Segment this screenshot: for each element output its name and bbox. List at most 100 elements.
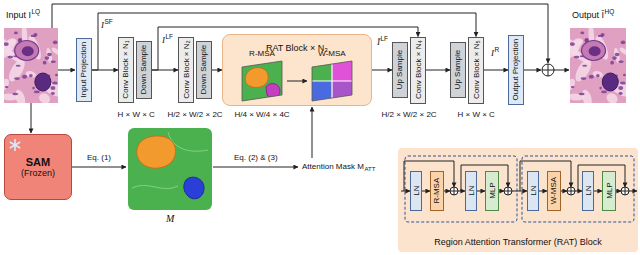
- tissue-cell: [570, 36, 582, 61]
- tissue-cell: [45, 56, 50, 60]
- tissue-cell: [50, 61, 55, 63]
- dimension-label: H × W × C: [458, 110, 495, 119]
- sum-symbol: [621, 187, 629, 195]
- sam-model-box: SAM(Frozen): [4, 134, 72, 200]
- line-path: [132, 132, 208, 189]
- flow-arrow: [72, 167, 126, 168]
- sum-symbol: [567, 187, 575, 195]
- tissue-cell: [589, 46, 601, 56]
- block-label: Up Sample: [453, 50, 462, 90]
- tissue-cell: [33, 33, 37, 36]
- tissue-cell: [599, 87, 602, 90]
- tissue-cell: [50, 86, 55, 90]
- tissue-cell: [25, 70, 37, 78]
- tissue-cell: [571, 86, 575, 88]
- stroke-line: [625, 187, 626, 195]
- block-label: MLP: [487, 183, 496, 199]
- block-label: W-MSA: [549, 177, 558, 204]
- flow-arrow: [287, 81, 307, 82]
- projection-box: Input Projection: [76, 38, 92, 102]
- shape-rect: [4, 28, 58, 103]
- tissue-cell: [610, 61, 614, 65]
- dimension-label: H/2 × W/2 × 2C: [382, 110, 437, 119]
- flow-arrow: [426, 70, 450, 71]
- feature-symbol: Ĩ: [377, 37, 380, 47]
- math-superscript: LF: [166, 33, 174, 40]
- flow-arrow: [499, 191, 504, 192]
- tissue-cell: [8, 56, 13, 59]
- flow-arrow: [616, 191, 621, 192]
- rat-detail-panel: Region Attention Transformer (RAT) Block…: [398, 148, 638, 252]
- tissue-cell: [601, 91, 607, 94]
- flow-arrow: [524, 70, 541, 71]
- math-superscript: HQ: [605, 8, 615, 15]
- tissue-cell: [585, 39, 588, 43]
- tissue-cell: [52, 81, 58, 84]
- sum-symbol: [504, 187, 512, 195]
- block-label: Down Sample: [199, 45, 208, 95]
- shape-rect: [242, 61, 282, 101]
- tissue-cell: [572, 57, 594, 84]
- mask-symbol: M: [166, 213, 174, 225]
- tissue-cell: [7, 38, 18, 47]
- tissue-cell: [17, 47, 30, 60]
- flow-arrow: [31, 103, 32, 133]
- flow-arrow: [561, 191, 567, 192]
- layer-norm-box: LN: [410, 171, 422, 211]
- shape-rect: [312, 61, 332, 81]
- tissue-cell: [608, 79, 626, 100]
- tissue-cell: [31, 35, 37, 37]
- math-superscript: R: [495, 46, 500, 53]
- tissue-cell: [618, 61, 623, 63]
- tissue-cell: [581, 77, 587, 80]
- tissue-cell: [22, 75, 27, 79]
- tissue-cell: [26, 34, 44, 61]
- tissue-cell: [15, 41, 39, 61]
- tissue-cell: [43, 61, 47, 65]
- tissue-cell: [5, 86, 9, 88]
- tissue-cell: [602, 73, 618, 91]
- flow-arrow: [422, 191, 430, 192]
- tissue-cell: [589, 75, 594, 79]
- sum-circle: [450, 187, 458, 195]
- tissue-cell: [585, 38, 589, 42]
- flow-arrow: [594, 191, 602, 192]
- block-label: LN: [466, 186, 475, 196]
- flow-arrow: [372, 70, 392, 71]
- layer-norm-box: LN: [465, 171, 477, 211]
- conv-block: Conv Block × N₁: [118, 37, 134, 103]
- tissue-cell: [45, 47, 53, 63]
- sum-circle: [504, 187, 512, 195]
- tissue-cell: [53, 41, 58, 45]
- tissue-cell: [574, 56, 579, 59]
- sum-circle: [567, 187, 575, 195]
- tissue-cell: [580, 88, 594, 103]
- stroke-line: [542, 70, 554, 71]
- tissue-cell: [21, 28, 28, 47]
- flow-arrow: [484, 70, 508, 71]
- tissue-cell: [6, 57, 28, 84]
- graphic-group: [312, 61, 352, 101]
- attention-illustration: [242, 61, 282, 101]
- stroke-line: [454, 187, 455, 195]
- projection-box: Output Projection: [508, 35, 524, 105]
- math-superscript: LQ: [32, 8, 41, 15]
- flow-arrow: [401, 191, 410, 192]
- sum-circle: [542, 64, 554, 76]
- block-label: Down Sample: [139, 45, 148, 95]
- conv-block: Conv Block × N₅: [468, 37, 484, 104]
- dimension-label: H × W × C: [118, 110, 155, 119]
- model-note: (Frozen): [21, 168, 55, 178]
- block-label: LN: [583, 186, 592, 196]
- tissue-cell: [4, 36, 16, 61]
- tissue-cell: [570, 93, 585, 101]
- flow-arrow: [92, 70, 118, 71]
- panel-caption: Region Attention Transformer (RAT) Block: [434, 237, 601, 247]
- segmentation-mask: [128, 128, 212, 210]
- tissue-cell: [22, 46, 34, 56]
- tissue-cell: [588, 28, 595, 47]
- dashed-group: [405, 156, 517, 222]
- block-label: Conv Block × N₁: [121, 41, 130, 99]
- frozen-icon: [8, 138, 22, 152]
